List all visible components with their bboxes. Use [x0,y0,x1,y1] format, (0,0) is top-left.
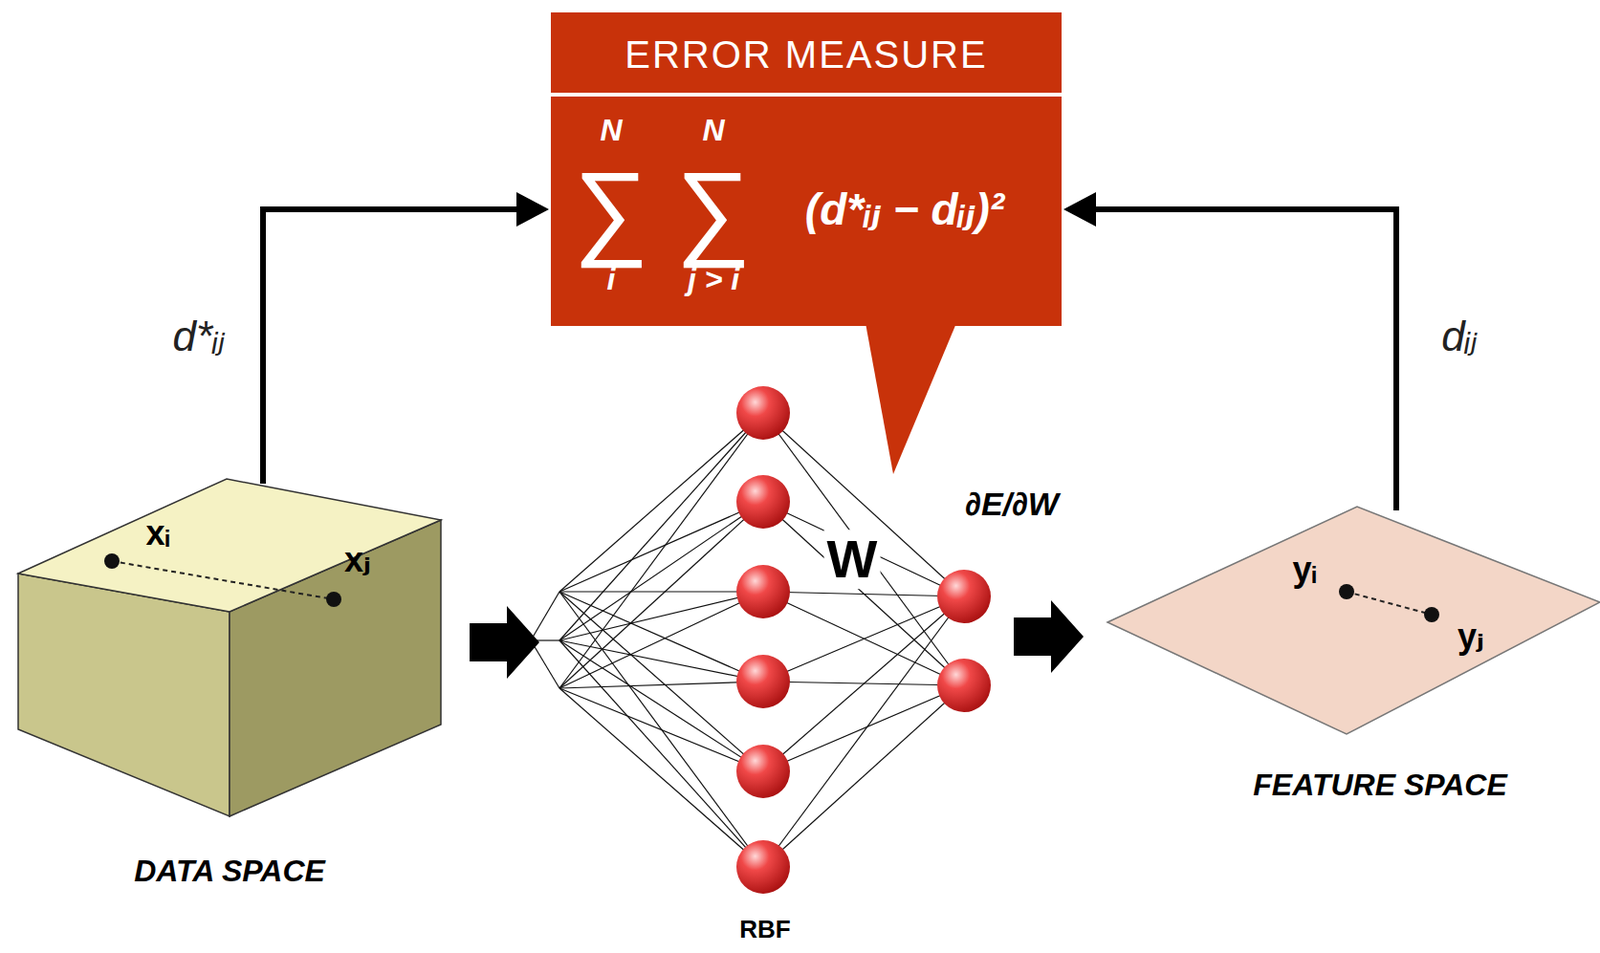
symbol-label: xⱼ [344,541,372,580]
distance-line [1346,591,1432,615]
distance-label: d*ᵢⱼ [173,313,226,360]
data-space: DATA SPACE [14,476,445,898]
formula-part: j > i [687,263,740,297]
point [1424,607,1440,623]
node-label: RBF [739,916,790,944]
rbf-network [530,386,991,895]
distance-line [111,561,334,600]
error-measure-box: ERROR MEASURE∑∑NNij > i(d*ᵢⱼ − dᵢⱼ)² [550,12,1062,327]
formula-part: N [701,113,724,148]
formula-part: (d*ᵢⱼ − dᵢⱼ)² [805,185,1005,235]
connector [1063,192,1397,511]
rbf-network-box: RBF [545,380,1005,952]
node-label: DATA SPACE [133,854,326,889]
point [1338,584,1355,600]
connector [1013,600,1084,674]
point [326,591,342,608]
distance-label: dᵢⱼ [1441,313,1478,360]
formula-part: N [599,113,622,148]
connector [469,606,540,680]
feature-space: FEATURE SPACE [1104,503,1598,810]
symbol-label: ∂E/∂W [962,486,1062,523]
data-cube [18,479,441,817]
feature-plane [1107,506,1600,735]
formula-part: ∑ [573,151,649,267]
node-label: FEATURE SPACE [1252,768,1508,803]
symbol-label: W [824,529,881,590]
symbol-label: yⱼ [1457,617,1485,657]
symbol-label: yᵢ [1292,550,1316,590]
title-rule [550,92,1062,97]
formula-part: i [607,263,616,297]
point [104,553,120,570]
connector [263,192,549,484]
symbol-label: xᵢ [145,514,170,553]
formula-part: ∑ [676,151,751,267]
callout-tail [865,323,957,475]
box-title: ERROR MEASURE [624,33,987,76]
